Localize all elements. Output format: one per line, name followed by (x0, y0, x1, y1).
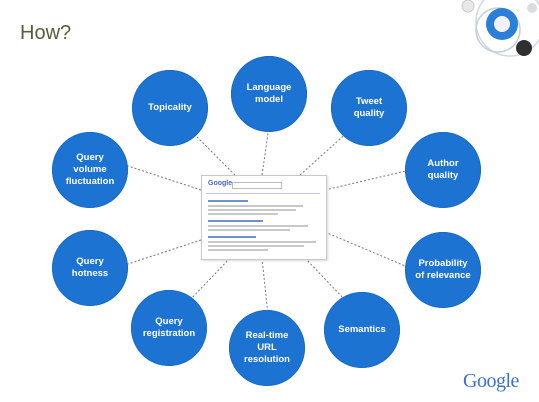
node-probability-of-relevance: Probability of relevance (405, 232, 481, 308)
node-query-volume-fluctuation: Query volume fluctuation (52, 132, 128, 208)
node-label: Query volume fluctuation (65, 152, 115, 187)
google-logo: Google (463, 370, 519, 393)
decorative-circles (461, 0, 539, 57)
node-label: Real-time URL resolution (244, 330, 290, 365)
node-real-time-url-resolution: Real-time URL resolution (229, 310, 305, 386)
node-semantics: Semantics (324, 292, 400, 368)
node-topicality: Topicality (132, 70, 208, 146)
node-query-hotness: Query hotness (52, 230, 128, 306)
node-author-quality: Author quality (405, 132, 481, 208)
google-logo-text: Google (463, 370, 519, 392)
node-tweet-quality: Tweet quality (331, 70, 407, 146)
node-language-model: Language model (231, 56, 307, 132)
thumbnail-logo: Google (208, 180, 233, 187)
node-label: Query registration (142, 316, 196, 339)
thumbnail-search-box (232, 182, 282, 189)
node-label: Author quality (427, 158, 459, 181)
node-query-registration: Query registration (131, 290, 207, 366)
node-label: Semantics (338, 324, 386, 335)
node-label: Query hotness (71, 256, 109, 279)
slide-title: How? (20, 22, 72, 44)
node-label: Language model (246, 82, 292, 105)
node-label: Probability of relevance (415, 258, 471, 281)
node-label: Tweet quality (353, 96, 385, 119)
node-label: Topicality (148, 102, 192, 113)
search-results-thumbnail: Google (201, 175, 327, 260)
